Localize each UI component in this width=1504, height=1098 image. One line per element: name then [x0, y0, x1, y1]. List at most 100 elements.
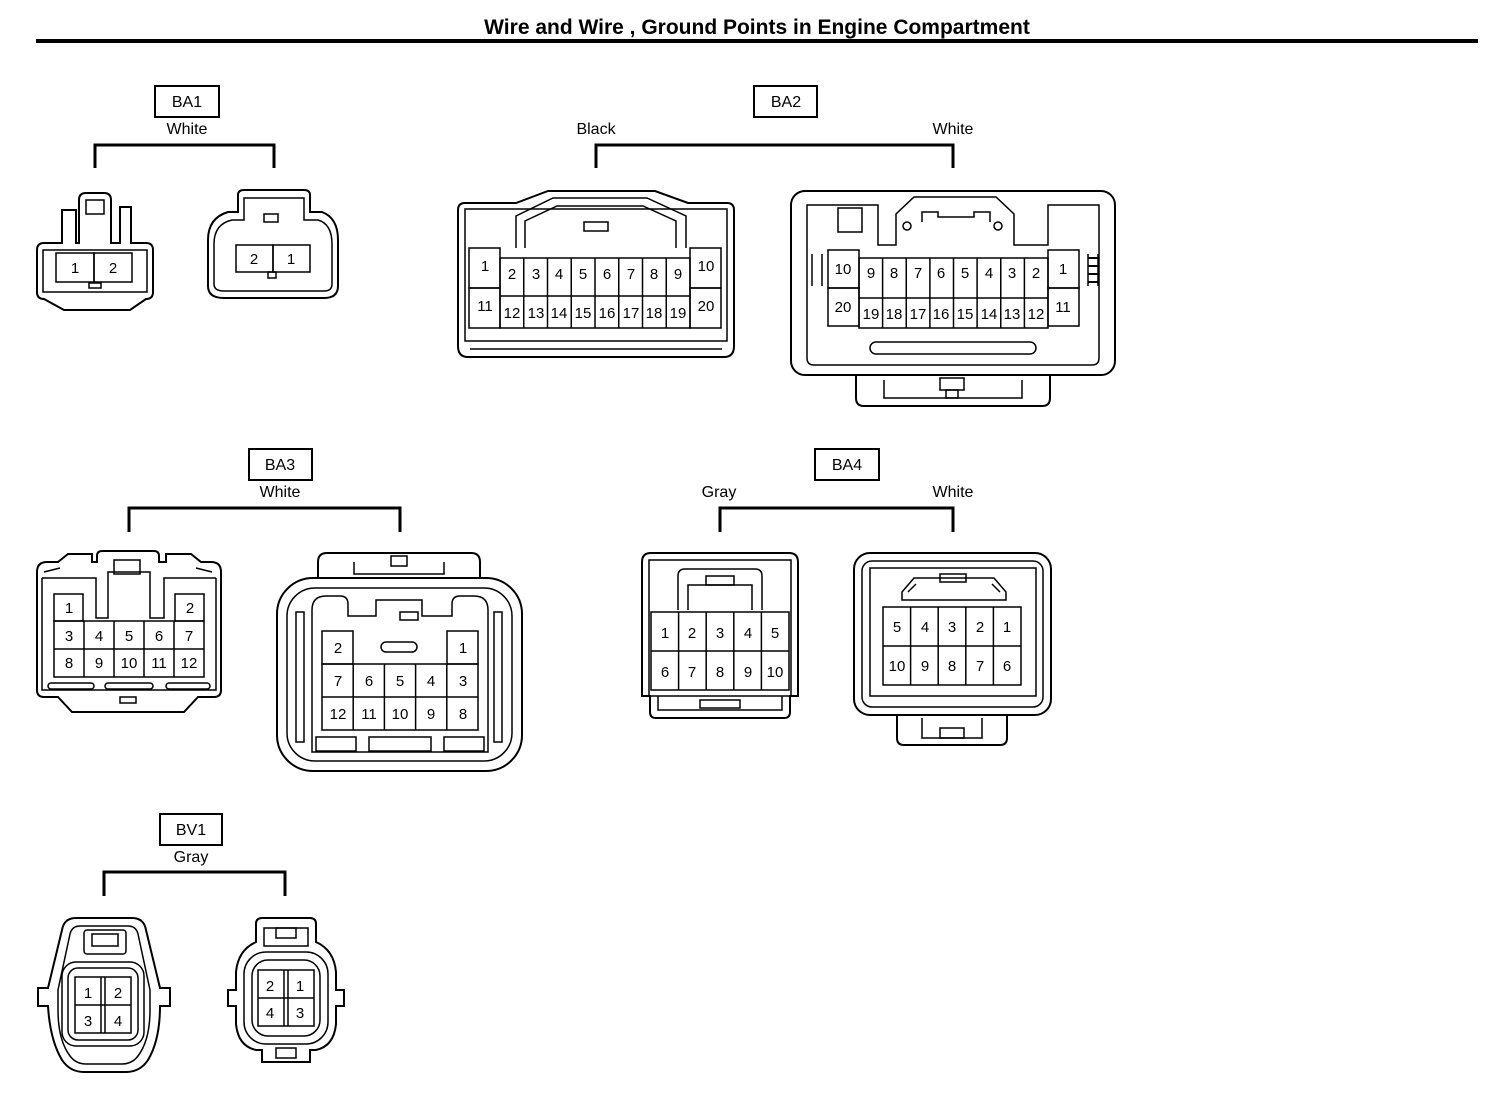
- pin-number: 1: [481, 258, 489, 275]
- connector-group-ba2: BA2 Black White 1 2 3 4 5: [457, 85, 1116, 407]
- pin-number: 7: [976, 658, 984, 675]
- page-title: Wire and Wire , Ground Points in Engine …: [484, 16, 1030, 39]
- connector-code-ba2: BA2: [771, 94, 801, 111]
- connector-code-ba3: BA3: [265, 457, 295, 474]
- pin-number: 6: [365, 673, 373, 690]
- housing-slot: [368, 736, 432, 752]
- pin-number: 1: [65, 600, 73, 617]
- housing-cavity: [311, 595, 489, 753]
- housing-cavity: [61, 961, 145, 1047]
- housing-slot: [869, 341, 1037, 355]
- wire-color-label: White: [260, 484, 301, 501]
- pin-number: 3: [84, 1013, 92, 1030]
- pin-number: 9: [921, 658, 929, 675]
- housing-foot: [657, 696, 783, 711]
- pin-cell: [93, 252, 133, 283]
- housing-inner: [806, 196, 1100, 366]
- housing-hood-inner: [524, 205, 677, 248]
- housing-latch: [263, 213, 279, 223]
- pin-number: 19: [863, 306, 880, 323]
- housing-ribs: [1087, 254, 1099, 286]
- pin-number: 2: [109, 260, 117, 277]
- connector-code-box: [248, 448, 313, 481]
- housing-inner: [861, 560, 1044, 708]
- pin-number: 11: [477, 298, 493, 315]
- housing-slot: [165, 682, 211, 690]
- housing-ribs: [1088, 257, 1098, 283]
- pin-number: 10: [698, 258, 715, 275]
- pin-number: 3: [459, 673, 467, 690]
- pin-grid: 2 1: [235, 244, 311, 273]
- pin-number: 7: [914, 265, 922, 282]
- pin-number: 9: [427, 706, 435, 723]
- housing-slot: [47, 682, 95, 690]
- housing-cavity: [243, 951, 329, 1045]
- pin-number: 10: [767, 664, 784, 681]
- wire-color-label: Gray: [702, 484, 737, 501]
- pin-number: 5: [579, 266, 587, 283]
- connector-code-box: [154, 85, 220, 118]
- housing-cavity-inner: [251, 959, 321, 1037]
- housing-hole: [902, 221, 912, 231]
- housing-slot: [443, 736, 485, 752]
- bracket: [127, 506, 402, 532]
- pin-number: 12: [181, 655, 198, 672]
- pin-number: 19: [670, 305, 687, 322]
- connector-ba2-left: 1 2 3 4 5 6 7 8 9 10 11 12 13 14 15 16 1…: [457, 190, 735, 358]
- pin-grid: 5 4 3 2 1 10 9 8 7 6: [882, 606, 1022, 686]
- pin-number: 4: [555, 266, 563, 283]
- housing-inner: [464, 208, 728, 342]
- housing-hood: [677, 568, 763, 610]
- pin-grid: 10 9 8 7 6 5 4 3 2 1 20 19 18 17 16 15 1…: [827, 249, 1080, 329]
- housing-inner: [286, 587, 513, 762]
- bracket: [594, 143, 955, 168]
- connector-ba1-left: 1 2: [36, 192, 154, 311]
- pin-number: 6: [1003, 658, 1011, 675]
- pin-grid: 1 2 3 4 5 6 7 8 9 10 11 12: [53, 593, 205, 678]
- pin-number: 5: [961, 265, 969, 282]
- housing-latch: [705, 575, 735, 586]
- wire-color-label: Black: [576, 121, 616, 138]
- pin-number: 18: [886, 306, 903, 323]
- pin-number: 6: [661, 664, 669, 681]
- housing-foot: [896, 712, 1008, 746]
- wire-color-label: White: [933, 484, 974, 501]
- bracket: [102, 870, 287, 896]
- wire-color-label: White: [933, 121, 974, 138]
- connector-code-bv1: BV1: [176, 822, 206, 839]
- housing-ribs: [907, 583, 1001, 593]
- pin-number: 1: [71, 260, 79, 277]
- connector-ba4-left: 1 2 3 4 5 6 7 8 9 10: [641, 552, 799, 719]
- pin-number: 7: [688, 664, 696, 681]
- pin-number: 14: [981, 306, 998, 323]
- pin-number: 4: [266, 1005, 274, 1022]
- pin-number: 1: [287, 251, 295, 268]
- connector-code-box: [753, 85, 818, 118]
- connector-ba3-left: 1 2 3 4 5 6 7 8 9 10 11 12: [36, 550, 222, 713]
- housing-hood: [901, 577, 1007, 601]
- pin-number: 17: [623, 305, 640, 322]
- housing-key: [939, 727, 965, 739]
- housing-outline: [457, 190, 735, 358]
- pin-number: 13: [1004, 306, 1021, 323]
- housing-outline: [853, 552, 1052, 716]
- housing-cavity-inner: [67, 967, 139, 1041]
- housing-latch: [939, 573, 967, 583]
- pin-number: 3: [296, 1005, 304, 1022]
- pin-number: 16: [933, 306, 950, 323]
- pin-number: 6: [603, 266, 611, 283]
- pin-number: 4: [744, 625, 752, 642]
- pin-grid-lines: [258, 970, 314, 1026]
- pin-number: 12: [1028, 306, 1045, 323]
- pin-number: 1: [1003, 619, 1011, 636]
- pin-number: 2: [508, 266, 516, 283]
- pin-number: 14: [551, 305, 568, 322]
- pin-number: 9: [867, 265, 875, 282]
- housing-inner: [42, 249, 148, 293]
- pin-number: 15: [957, 306, 974, 323]
- pin-number: 1: [1059, 261, 1067, 278]
- pin-number: 6: [937, 265, 945, 282]
- housing-outline: [37, 917, 171, 1073]
- pin-number: 15: [575, 305, 592, 322]
- pin-number: 18: [646, 305, 663, 322]
